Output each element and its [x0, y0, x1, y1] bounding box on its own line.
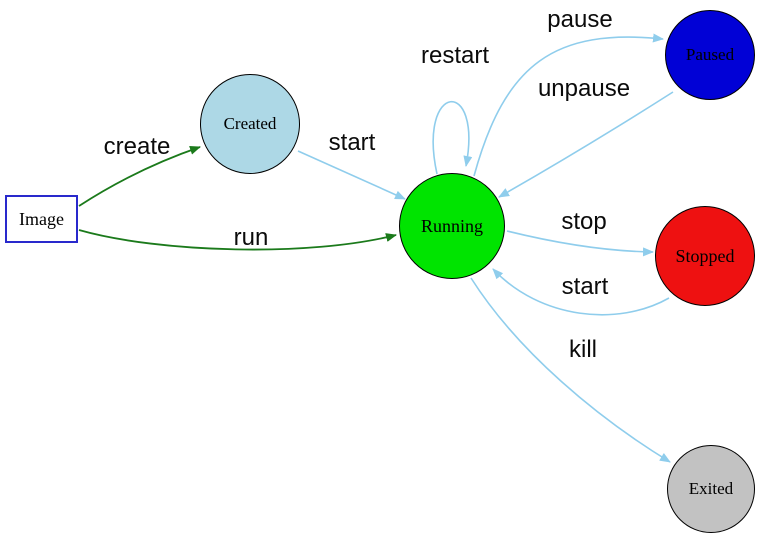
- edge-start-stopped-running: [492, 268, 670, 316]
- node-image: Image: [5, 195, 78, 243]
- edge-kill: [470, 277, 671, 463]
- node-stopped-label: Stopped: [675, 245, 735, 266]
- edge-run: [78, 229, 397, 251]
- edge-create: [78, 145, 201, 207]
- node-running: Running: [399, 173, 505, 279]
- edge-stop: [506, 230, 654, 257]
- edge-pause: [473, 33, 664, 177]
- edge-label-restart: restart: [420, 42, 490, 69]
- edge-label-run: run: [233, 224, 269, 251]
- node-exited-label: Exited: [688, 479, 734, 498]
- edge-label-stop: stop: [561, 208, 607, 235]
- edge-label-unpause: unpause: [537, 75, 631, 102]
- node-running-label: Running: [420, 215, 483, 236]
- node-exited: Exited: [667, 445, 755, 533]
- node-paused-label: Paused: [685, 45, 735, 64]
- node-paused: Paused: [665, 10, 755, 100]
- node-image-label: Image: [19, 208, 64, 229]
- edge-label-start-created-running: start: [328, 129, 376, 156]
- edge-label-pause: pause: [547, 6, 613, 33]
- edge-label-start-stopped-running: start: [561, 273, 609, 300]
- edge-unpause: [498, 91, 674, 198]
- edge-label-create: create: [103, 133, 171, 160]
- node-created: Created: [200, 74, 300, 174]
- node-created-label: Created: [223, 114, 277, 133]
- edge-start-created-running: [297, 150, 406, 200]
- node-stopped: Stopped: [655, 206, 755, 306]
- edge-restart: [432, 100, 473, 175]
- edge-label-kill: kill: [569, 336, 597, 363]
